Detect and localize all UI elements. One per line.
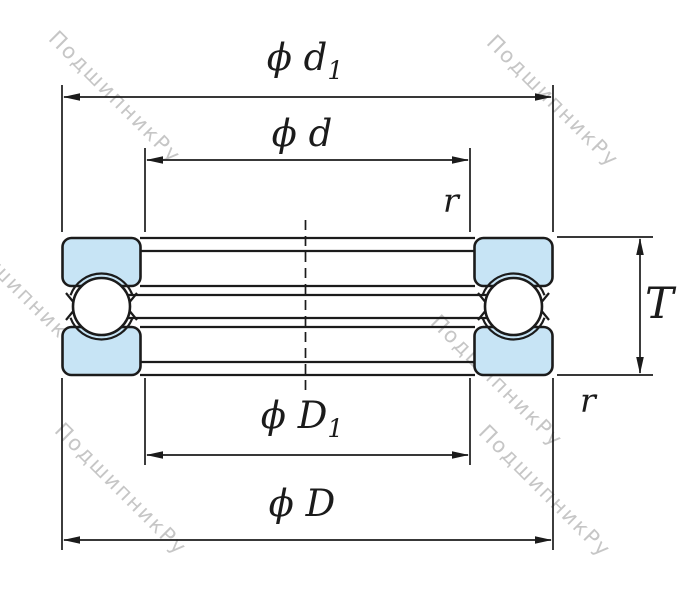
cage-prongs xyxy=(65,292,550,321)
arrowhead xyxy=(535,536,552,544)
raceway-grooves xyxy=(69,272,546,341)
groove-arc xyxy=(69,317,134,341)
arrowhead xyxy=(146,156,163,164)
washer-edge-lines xyxy=(128,236,487,377)
label-d1-subscript: 1 xyxy=(327,56,343,85)
arrowhead xyxy=(636,238,644,255)
arrowhead xyxy=(452,156,469,164)
label-d1: ϕ d1 xyxy=(267,36,344,85)
label-D: ϕ D xyxy=(269,482,336,525)
extension-lines xyxy=(61,85,653,550)
label-D1: ϕ D1 xyxy=(261,394,344,443)
right-ball xyxy=(483,276,544,337)
dimension-labels: ϕ d1 ϕ d r T r ϕ D1 ϕ D xyxy=(261,36,677,525)
dimension-lines xyxy=(64,96,641,541)
groove-arc xyxy=(69,272,134,296)
arrowhead xyxy=(63,536,80,544)
arrowhead xyxy=(452,451,469,459)
label-r-top: r xyxy=(443,181,461,220)
drawing-root xyxy=(61,85,653,550)
label-d: ϕ d xyxy=(272,112,333,155)
washer-sections xyxy=(61,236,554,377)
arrowhead xyxy=(535,93,552,101)
label-d1-symbol: ϕ d xyxy=(267,36,328,79)
dimension-arrowheads xyxy=(63,93,644,544)
arrowhead xyxy=(63,93,80,101)
groove-arc xyxy=(481,317,546,341)
groove-arc xyxy=(481,272,546,296)
label-r-side: r xyxy=(580,381,598,420)
label-D1-symbol: ϕ D xyxy=(261,394,328,437)
left-ball xyxy=(71,276,132,337)
label-T: T xyxy=(645,279,677,329)
label-D1-subscript: 1 xyxy=(327,414,343,443)
arrowhead xyxy=(146,451,163,459)
arrowhead xyxy=(636,357,644,374)
